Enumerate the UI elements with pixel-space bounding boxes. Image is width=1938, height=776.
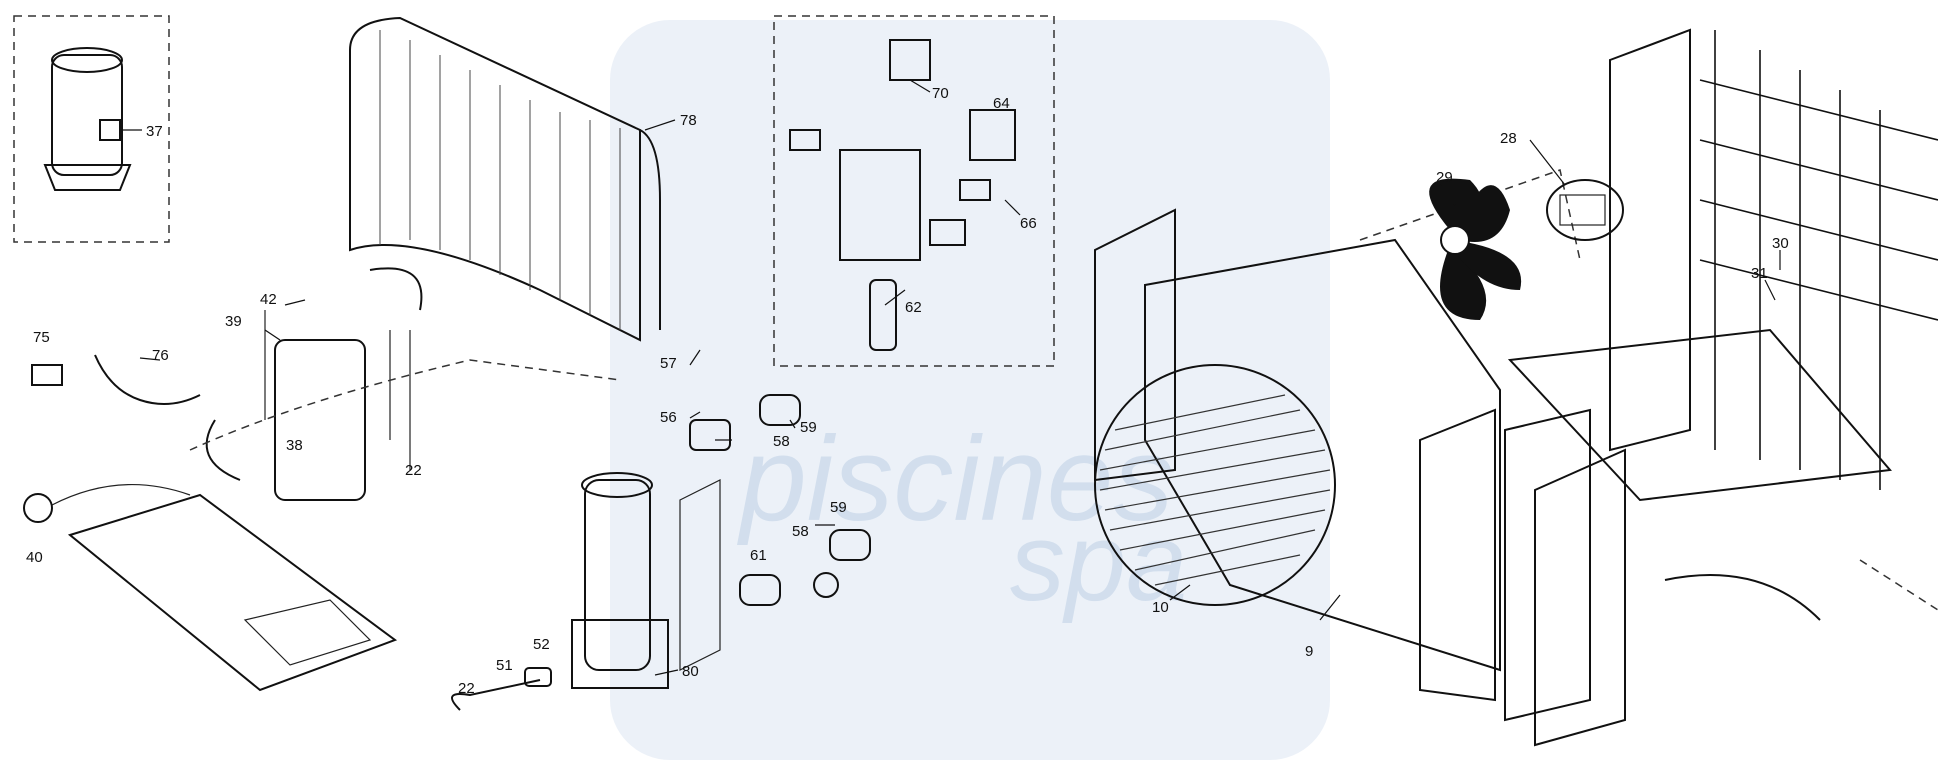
callout-70: 70 (932, 85, 949, 102)
callout-22-upper: 22 (405, 462, 422, 479)
fan-blade-part (1429, 178, 1522, 320)
fittings (689, 394, 871, 606)
callout-61: 61 (750, 547, 767, 564)
callout-66: 66 (1020, 215, 1037, 232)
callout-30: 30 (1772, 235, 1789, 252)
callout-56: 56 (660, 409, 677, 426)
callout-75: 75 (33, 329, 50, 346)
front-casing (1094, 208, 1501, 672)
callout-40: 40 (26, 549, 43, 566)
control-panel (1419, 408, 1626, 747)
callout-57: 57 (660, 355, 677, 372)
callout-28: 28 (1500, 130, 1517, 147)
callout-58-upper: 58 (773, 433, 790, 450)
leader-lines (120, 79, 1781, 676)
compressor-inset-box (13, 15, 170, 243)
callout-59-upper: 59 (800, 419, 817, 436)
heat-exchanger-highlight-box (571, 619, 669, 689)
probe-51-part (524, 667, 552, 687)
callout-51: 51 (496, 657, 513, 674)
callout-64: 64 (993, 95, 1010, 112)
wiring-harness (31, 354, 201, 405)
callout-38: 38 (286, 437, 303, 454)
callout-39: 39 (225, 313, 242, 330)
callout-31: 31 (1751, 265, 1768, 282)
callout-22-lower: 22 (458, 680, 475, 697)
callout-80: 80 (682, 663, 699, 680)
compressor-part (43, 47, 132, 191)
cable-22 (451, 679, 541, 711)
callout-42: 42 (260, 291, 277, 308)
sensor-40-part (23, 493, 53, 523)
callout-37: 37 (146, 123, 163, 140)
electrical-inset-box (773, 15, 1055, 367)
callout-76: 76 (152, 347, 169, 364)
heat-exchanger-part (571, 472, 721, 689)
callout-labels: 37 78 70 64 66 62 42 39 75 76 38 22 40 5… (26, 85, 1789, 697)
callout-9: 9 (1305, 643, 1313, 660)
callout-52: 52 (533, 636, 550, 653)
condenser-coil-part (349, 16, 661, 342)
fan-grille (1094, 364, 1336, 606)
callout-29: 29 (1436, 169, 1453, 186)
callout-59-lower: 59 (830, 499, 847, 516)
compressor-assembly (205, 267, 423, 501)
fan-motor-part (1546, 179, 1624, 241)
callout-78: 78 (680, 112, 697, 129)
rear-frame (1507, 28, 1938, 621)
callout-62: 62 (905, 299, 922, 316)
callout-10: 10 (1152, 599, 1169, 616)
base-plate (67, 493, 398, 692)
callout-58-lower: 58 (792, 523, 809, 540)
